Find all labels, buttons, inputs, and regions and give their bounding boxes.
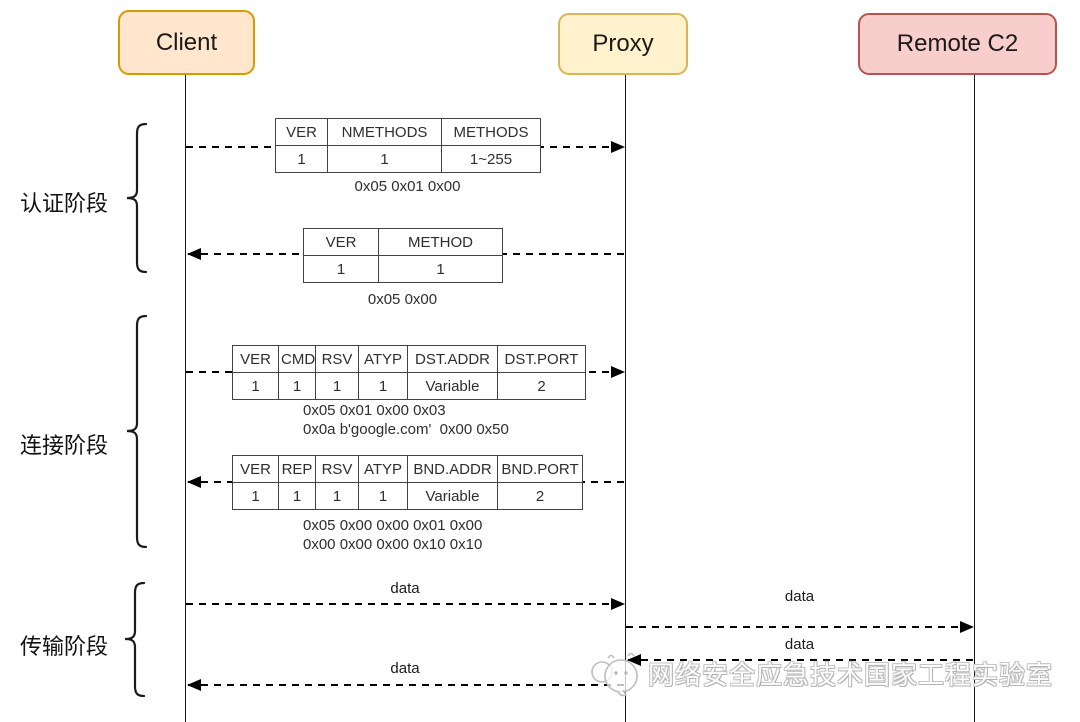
arrow-data-proxy-to-client (187, 679, 626, 691)
field-size-cell: 1 (278, 372, 316, 400)
field-name-cell: DST.ADDR (407, 345, 498, 373)
field-size-cell: 1 (303, 255, 379, 283)
field-size-cell: 1 (327, 145, 442, 173)
field-size-cell: 1 (358, 482, 408, 510)
hex-caption-line: 0x00 0x00 0x00 0x10 0x10 (303, 536, 483, 553)
actor-proxy-label: Proxy (592, 30, 654, 57)
field-name-cell: RSV (315, 455, 359, 483)
field-size-cell: 1~255 (441, 145, 541, 173)
data-label-proxy-to-remote: data (784, 588, 815, 605)
data-label-proxy-to-client: data (390, 660, 420, 677)
phase-label-authentication: 认证阶段 (19, 191, 108, 216)
field-name-cell: REP (278, 455, 316, 483)
phase-label-connection: 连接阶段 (19, 433, 108, 458)
field-size-cell: Variable (407, 482, 498, 510)
data-label-remote-to-proxy: data (784, 636, 815, 653)
actor-client: Client (118, 10, 255, 75)
field-name-cell: DST.PORT (497, 345, 586, 373)
data-label-client-to-proxy: data (390, 580, 420, 597)
phase-brace-authentication (126, 123, 148, 273)
arrow-data-client-to-proxy (186, 598, 625, 610)
field-name-cell: BND.ADDR (407, 455, 498, 483)
field-name-cell: METHODS (441, 118, 541, 146)
lifeline-proxy (625, 75, 626, 722)
field-name-cell: METHOD (378, 228, 503, 256)
field-name-cell: RSV (315, 345, 359, 373)
field-name-cell: ATYP (358, 345, 408, 373)
field-name-cell: VER (232, 345, 279, 373)
field-name-cell: VER (232, 455, 279, 483)
hex-caption-connect-reply: 0x05 0x00 0x00 0x01 0x00 0x00 0x00 0x00 0… (303, 516, 482, 554)
field-size-cell: 1 (315, 482, 359, 510)
field-size-cell: 1 (232, 482, 279, 510)
field-size-cell: 1 (232, 372, 279, 400)
actor-proxy: Proxy (558, 13, 688, 75)
hex-caption-line: 0x0a b'google.com' 0x00 0x50 (303, 421, 509, 438)
lifeline-client (185, 75, 186, 722)
field-name-cell: CMD (278, 345, 316, 373)
field-name-cell: VER (303, 228, 379, 256)
actor-client-label: Client (155, 28, 218, 56)
field-name-cell: VER (275, 118, 328, 146)
phase-brace-transmission (124, 582, 146, 697)
hex-caption-connect-request: 0x05 0x01 0x00 0x03 0x0a b'google.com' 0x… (303, 401, 509, 439)
field-size-cell: 1 (275, 145, 328, 173)
hex-caption-line: 0x05 0x00 0x00 0x01 0x00 (303, 517, 483, 534)
phase-brace-connection (126, 315, 148, 548)
hex-caption-auth-request: 0x05 0x01 0x00 (275, 177, 540, 196)
watermark: 网络安全应急技术国家工程实验室 (588, 646, 1053, 700)
field-size-cell: 1 (378, 255, 503, 283)
lifeline-remote-c2 (974, 75, 975, 722)
field-name-cell: NMETHODS (327, 118, 442, 146)
field-size-cell: 2 (497, 372, 586, 400)
phase-label-transmission: 传输阶段 (19, 634, 108, 659)
arrow-data-remote-to-proxy (627, 654, 975, 666)
hex-caption-line: 0x05 0x00 (367, 291, 438, 308)
hex-caption-line: 0x05 0x01 0x00 (354, 178, 461, 195)
field-size-cell: 1 (315, 372, 359, 400)
field-size-cell: Variable (407, 372, 498, 400)
hex-caption-auth-reply: 0x05 0x00 (303, 290, 502, 309)
actor-remote-c2-label: Remote C2 (896, 30, 1019, 57)
field-size-cell: 1 (278, 482, 316, 510)
actor-remote-c2: Remote C2 (858, 13, 1057, 75)
field-name-cell: BND.PORT (497, 455, 583, 483)
hex-caption-line: 0x05 0x01 0x00 0x03 (303, 402, 446, 419)
field-size-cell: 1 (358, 372, 408, 400)
field-size-cell: 2 (497, 482, 583, 510)
arrow-data-proxy-to-remote (626, 621, 974, 633)
field-name-cell: ATYP (358, 455, 408, 483)
